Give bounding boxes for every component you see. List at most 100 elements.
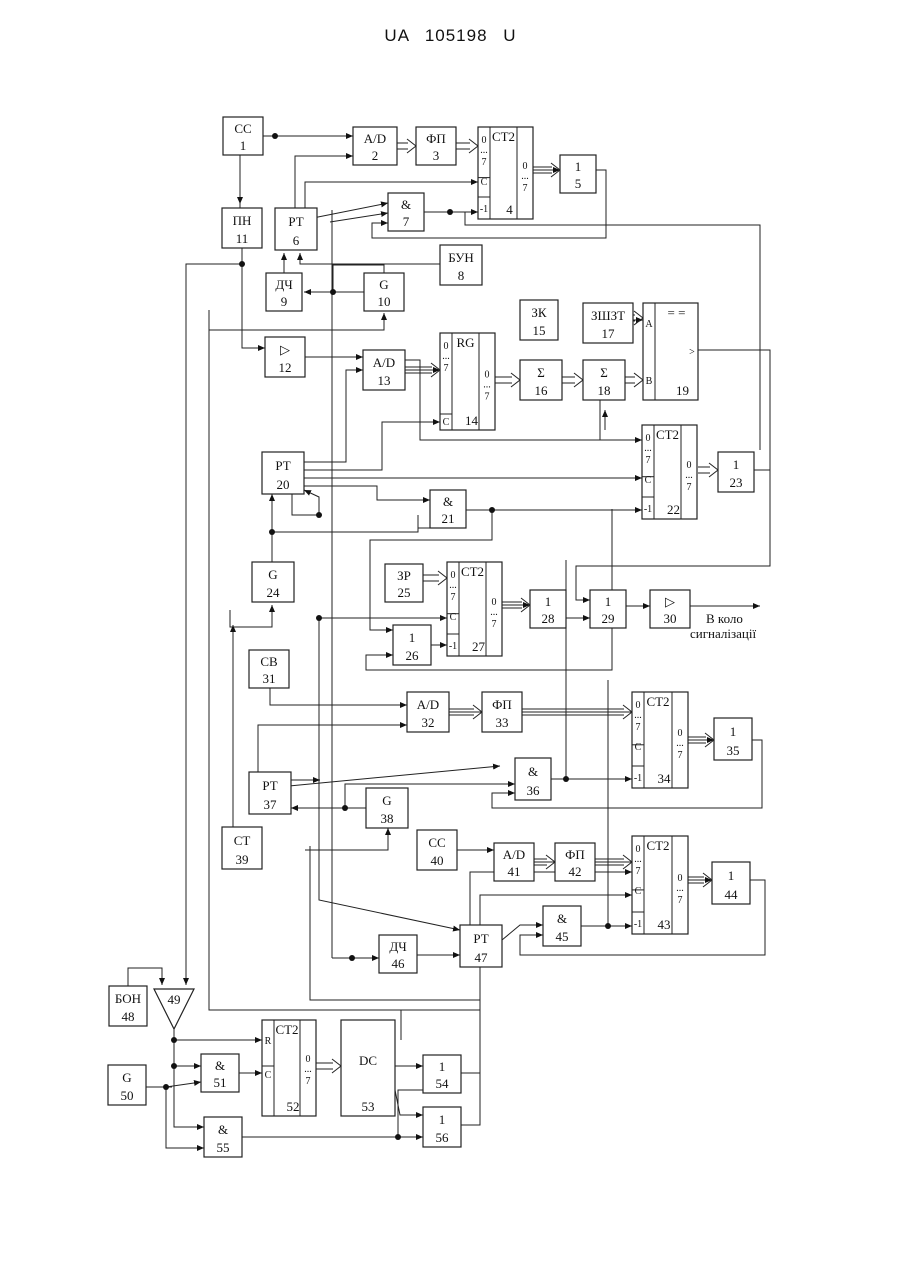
block-title: ЗШЗТ: [591, 308, 625, 323]
block-31: СВ31: [249, 650, 289, 688]
block-21: &21: [430, 490, 466, 528]
block-13: A/D13: [363, 350, 405, 390]
block-title: &: [218, 1122, 228, 1137]
wire: [289, 766, 500, 786]
block-title: ДЧ: [275, 277, 293, 292]
block-number: 23: [730, 475, 743, 490]
block-title: A/D: [373, 355, 395, 370]
block-number: 42: [569, 864, 582, 879]
wire: [272, 515, 418, 532]
pin-out-7: 7: [678, 895, 683, 906]
output-label: В коло сигналізації: [690, 611, 756, 641]
block-1: СС1: [223, 117, 263, 155]
block-title: ФП: [426, 131, 446, 146]
block-title: &: [443, 494, 453, 509]
block-number: 3: [433, 148, 440, 163]
block-title: CT2: [646, 838, 669, 853]
bus-arrow: [469, 139, 478, 153]
block-30: ▷30: [650, 590, 690, 628]
pin-out-dots: ...: [676, 883, 684, 894]
block-title: СТ: [234, 833, 251, 848]
pin-minus1: -1: [644, 504, 652, 515]
block-number: 40: [431, 853, 444, 868]
block-number: 46: [392, 956, 406, 971]
block-number: 15: [533, 323, 546, 338]
block-number: 6: [293, 233, 300, 248]
block-49: 49: [154, 989, 194, 1029]
wire: [128, 968, 162, 986]
block-33: ФП33: [482, 692, 522, 732]
junction: [316, 512, 322, 518]
block-16: Σ16: [520, 360, 562, 400]
block-number: 56: [436, 1130, 450, 1145]
wire: [166, 1087, 204, 1148]
block-number: 7: [403, 214, 410, 229]
junction: [342, 805, 348, 811]
bus-arrow: [407, 139, 416, 153]
block-number: 37: [264, 797, 278, 812]
block-title: 1: [605, 594, 612, 609]
pin-out-dots: ...: [483, 380, 491, 391]
block-41: A/D41: [494, 843, 534, 881]
wire: [319, 618, 460, 930]
wire: [330, 213, 388, 222]
block-number: 4: [506, 202, 513, 217]
block-54: 154: [423, 1055, 461, 1093]
block-number: 47: [475, 950, 489, 965]
block-29: 129: [590, 590, 626, 628]
pin-dots: ...: [644, 443, 652, 454]
block-title: СС: [234, 121, 251, 136]
block-number: 39: [236, 852, 249, 867]
block-36: &36: [515, 758, 551, 800]
block-32: A/D32: [407, 692, 449, 732]
block-number: 44: [725, 887, 739, 902]
block-number: 34: [658, 771, 672, 786]
block-number: 25: [398, 585, 411, 600]
pin-out-7: 7: [492, 619, 497, 630]
pin-out-dots: ...: [685, 470, 693, 481]
bus-arrow: [511, 373, 520, 387]
block-number: 27: [472, 639, 486, 654]
block-title: ФП: [492, 697, 512, 712]
block-number: 48: [122, 1009, 135, 1024]
block-title: БУН: [448, 250, 474, 265]
pin-dots: ...: [442, 351, 450, 362]
pin-minus1: -1: [634, 773, 642, 784]
block-title: РТ: [473, 931, 488, 946]
block-title: CT2: [275, 1022, 298, 1037]
block-20: РТ20: [262, 452, 304, 494]
block-number: 43: [658, 917, 671, 932]
block-number: 11: [236, 231, 249, 246]
block-title: 1: [409, 630, 416, 645]
block-number: 35: [727, 743, 740, 758]
wire: [209, 330, 401, 1040]
block-title: CT2: [492, 129, 515, 144]
block-25: ЗР25: [385, 564, 423, 602]
junction: [447, 209, 453, 215]
block-title: 1: [728, 868, 735, 883]
block-38: G38: [366, 788, 408, 828]
block-number: 30: [664, 611, 677, 626]
block-title: CT2: [656, 427, 679, 442]
pin-out-dots: ...: [490, 607, 498, 618]
block-number: 9: [281, 294, 288, 309]
pin-out-dots: ...: [521, 171, 529, 182]
block-title: &: [401, 197, 411, 212]
wire: [300, 253, 440, 264]
wire: [174, 1029, 262, 1040]
junction: [272, 133, 278, 139]
pin-b: B: [646, 376, 653, 387]
pin-gt: >: [689, 347, 695, 358]
block-title: G: [122, 1070, 131, 1085]
wire: [166, 1082, 201, 1087]
bus-arrow: [634, 373, 643, 387]
block-5: 15: [560, 155, 596, 193]
block-title: 1: [439, 1059, 446, 1074]
pin-7: 7: [482, 157, 487, 168]
bus-arrow: [574, 373, 583, 387]
pin-out-dots: ...: [676, 738, 684, 749]
junction: [349, 955, 355, 961]
block-11: ПН11: [222, 208, 262, 248]
wire: [305, 828, 388, 850]
block-title: СС: [428, 835, 445, 850]
